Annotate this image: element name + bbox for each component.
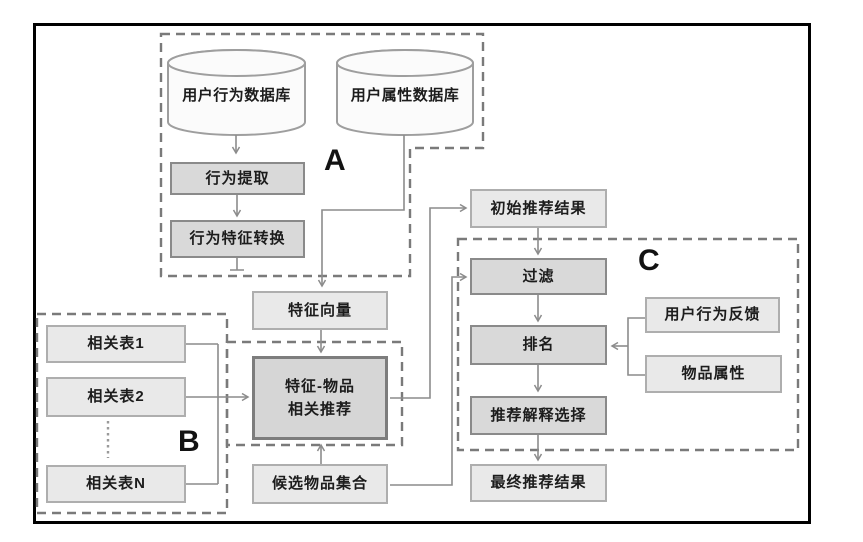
region-a-outline bbox=[159, 32, 485, 278]
edge-feedback-attributes-collector bbox=[627, 317, 645, 376]
edge-related-tables-collector bbox=[186, 343, 219, 485]
node-candidate-item-set: 候选物品集合 bbox=[252, 464, 388, 504]
region-c-outline bbox=[456, 237, 800, 452]
node-feature-item-recommendation-line2: 相关推荐 bbox=[287, 401, 352, 418]
node-related-table-2: 相关表2 bbox=[46, 377, 186, 417]
node-recommendation-explanation-selection: 推荐解释选择 bbox=[470, 396, 607, 435]
node-behavior-extraction: 行为提取 bbox=[170, 162, 305, 195]
node-related-table-n: 相关表N bbox=[46, 465, 186, 503]
node-feature-item-recommendation-line1: 特征-物品 bbox=[285, 377, 355, 395]
node-user-attribute-database: 用户属性数据库 bbox=[350, 86, 460, 104]
node-ranking: 排名 bbox=[470, 325, 607, 365]
region-b-label: B bbox=[178, 425, 200, 458]
node-feature-item-recommendation: 特征-物品 相关推荐 bbox=[252, 356, 388, 440]
edge-db-attribute-to-feature-vector bbox=[317, 135, 405, 288]
node-user-behavior-database: 用户行为数据库 bbox=[182, 86, 291, 104]
node-behavior-feature-conversion: 行为特征转换 bbox=[170, 220, 305, 258]
region-a-label: A bbox=[324, 144, 346, 177]
region-feature-item-outline bbox=[225, 340, 404, 447]
edge-candidate-set-to-filter bbox=[390, 272, 468, 486]
node-related-table-1: 相关表1 bbox=[46, 325, 186, 363]
node-item-attributes: 物品属性 bbox=[645, 355, 782, 393]
database-cylinder-user-attribute-top bbox=[336, 49, 474, 77]
node-final-recommendation-results: 最终推荐结果 bbox=[470, 464, 607, 502]
node-initial-recommendation-results: 初始推荐结果 bbox=[470, 189, 607, 228]
node-user-behavior-feedback: 用户行为反馈 bbox=[645, 297, 780, 333]
region-c-label: C bbox=[638, 244, 660, 277]
edge-conversion-to-boundary bbox=[230, 258, 244, 271]
node-filter: 过滤 bbox=[470, 258, 607, 295]
edge-feature-item-to-initial-results bbox=[390, 203, 468, 399]
database-cylinder-user-behavior-top bbox=[167, 49, 306, 77]
node-feature-vector: 特征向量 bbox=[252, 291, 388, 330]
